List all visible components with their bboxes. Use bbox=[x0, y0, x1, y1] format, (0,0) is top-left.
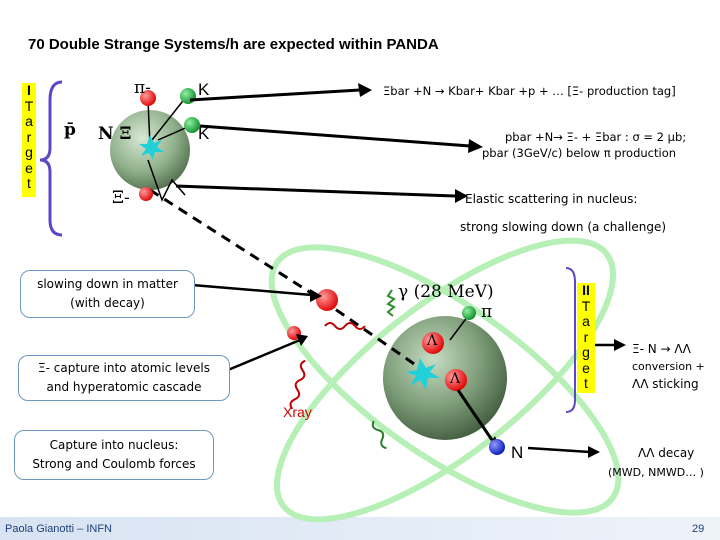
note-cross-section-1: pbar +N→ Ξ- + Ξbar : σ = 2 μb; bbox=[505, 130, 687, 144]
particle-pi-top bbox=[140, 90, 156, 106]
target-brace-left bbox=[39, 80, 63, 237]
arrow-production-tag bbox=[189, 88, 361, 102]
label-xray: Xray bbox=[283, 404, 312, 420]
note-slowing: strong slowing down (a challenge) bbox=[460, 220, 667, 234]
particle-N bbox=[489, 439, 505, 455]
arrow-atomic bbox=[227, 338, 301, 372]
arrow-production-tag-head bbox=[358, 83, 372, 97]
arrow-slowing bbox=[191, 283, 313, 297]
track-K-top bbox=[151, 96, 187, 141]
note-elastic: Elastic scattering in nucleus: bbox=[465, 192, 638, 206]
label-lambda-top: Λ bbox=[427, 333, 438, 349]
particle-lambda-top bbox=[422, 332, 444, 354]
arrow-elastic bbox=[175, 184, 456, 198]
target-2-letter: a bbox=[582, 313, 590, 329]
target-2-letter: g bbox=[582, 344, 590, 360]
trajectory-line bbox=[149, 188, 323, 302]
arrow-conversion-head bbox=[614, 339, 626, 351]
target-bracket-right bbox=[565, 267, 576, 413]
note-production-tag: Ξbar +N → Kbar+ Kbar +p + … [Ξ- producti… bbox=[383, 84, 676, 98]
target-2-number: II bbox=[582, 282, 590, 298]
target-1-number: I bbox=[27, 82, 31, 98]
arrow-cross-section bbox=[199, 124, 471, 148]
label-N-bottom: N bbox=[511, 443, 524, 462]
particle-pi-right bbox=[462, 306, 476, 320]
label-Xi-minus: Ξ- bbox=[112, 188, 130, 208]
orbit-ellipse-2 bbox=[268, 244, 622, 516]
note-cross-section-2: pbar (3GeV/c) below π production bbox=[482, 146, 677, 160]
particle-Xi-travelling bbox=[316, 289, 338, 311]
footer-author: Paola Gianotti – INFN bbox=[5, 523, 112, 535]
label-K-mid: K bbox=[198, 124, 210, 143]
target-1-letter: a bbox=[25, 113, 33, 129]
target-1-letter: e bbox=[25, 159, 33, 176]
note-decay: ΛΛ decay bbox=[638, 446, 695, 460]
note-decay-modes: (MWD, NMWD… ) bbox=[608, 466, 704, 479]
label-pi-top: π- bbox=[134, 78, 151, 98]
label-N-Xi-bar: N Ξ̄ bbox=[98, 124, 132, 144]
label-pbar: p̄ bbox=[64, 120, 76, 140]
particle-K-mid bbox=[184, 117, 200, 133]
big-nucleus bbox=[383, 316, 507, 440]
footer-page-number: 29 bbox=[692, 523, 705, 535]
target-2-label: II T a r g e t bbox=[577, 282, 595, 393]
target-1-letter: t bbox=[27, 175, 31, 191]
label-pi-right: π bbox=[481, 302, 493, 322]
label-lambda-bottom: Λ bbox=[450, 371, 461, 387]
trajectory-arrow-line bbox=[321, 298, 421, 370]
box-slowing-matter-line2: (with decay) bbox=[70, 296, 145, 310]
box-capture-atomic-line1: Ξ- capture into atomic levels bbox=[38, 361, 210, 375]
photon-wave-2 bbox=[289, 359, 306, 410]
target-1-letter: T bbox=[24, 97, 34, 114]
box-capture-nucleus: Capture into nucleus: Strong and Coulomb… bbox=[14, 430, 214, 480]
collision-star-small bbox=[139, 135, 164, 160]
arrow-atomic-head bbox=[296, 334, 308, 346]
target-2-letter: T bbox=[581, 297, 591, 314]
target-2-letter: e bbox=[582, 359, 590, 376]
box-capture-nucleus-line1: Capture into nucleus: bbox=[49, 438, 179, 452]
box-capture-atomic: Ξ- capture into atomic levels and hypera… bbox=[18, 355, 230, 401]
track-K-mid bbox=[157, 125, 191, 141]
slide-title: 70 Double Strange Systems/h are expected… bbox=[28, 36, 439, 53]
box-capture-atomic-line2: and hyperatomic cascade bbox=[46, 380, 202, 394]
target-2-letter: r bbox=[583, 328, 589, 345]
target-1-letter: r bbox=[26, 128, 32, 145]
arrow-decay-head bbox=[588, 446, 600, 458]
arrow-cross-section-head bbox=[468, 139, 483, 153]
arrow-elastic-head bbox=[455, 189, 468, 203]
box-slowing-matter-line1: slowing down in matter bbox=[37, 277, 178, 291]
photon-wave-3 bbox=[371, 420, 387, 450]
arrow-slowing-head bbox=[310, 289, 322, 302]
box-capture-nucleus-line2: Strong and Coulomb forces bbox=[32, 457, 196, 471]
box-slowing-matter: slowing down in matter (with decay) bbox=[20, 270, 195, 318]
particle-Xi-small bbox=[139, 187, 153, 201]
track-N bbox=[456, 389, 494, 441]
note-conversion: conversion + bbox=[632, 360, 705, 373]
particle-K-top bbox=[180, 88, 196, 104]
particle-lambda-bottom bbox=[445, 369, 467, 391]
label-K-top: K bbox=[198, 80, 210, 99]
target-1-letter: g bbox=[25, 144, 33, 160]
arrow-decay bbox=[527, 446, 591, 454]
label-gamma: γ (28 MeV) bbox=[398, 282, 494, 302]
note-capture-reaction: Ξ- N → ΛΛ bbox=[632, 342, 691, 356]
track-pi-right bbox=[449, 315, 469, 341]
target-1-label: I T a r g e t bbox=[22, 82, 36, 197]
photon-wave-gamma bbox=[386, 289, 396, 317]
collision-star-big bbox=[406, 358, 440, 390]
photon-wave-1 bbox=[324, 322, 366, 330]
note-sticking: ΛΛ sticking bbox=[632, 377, 699, 391]
footer-bar bbox=[0, 517, 720, 540]
target-2-letter: t bbox=[584, 375, 588, 391]
